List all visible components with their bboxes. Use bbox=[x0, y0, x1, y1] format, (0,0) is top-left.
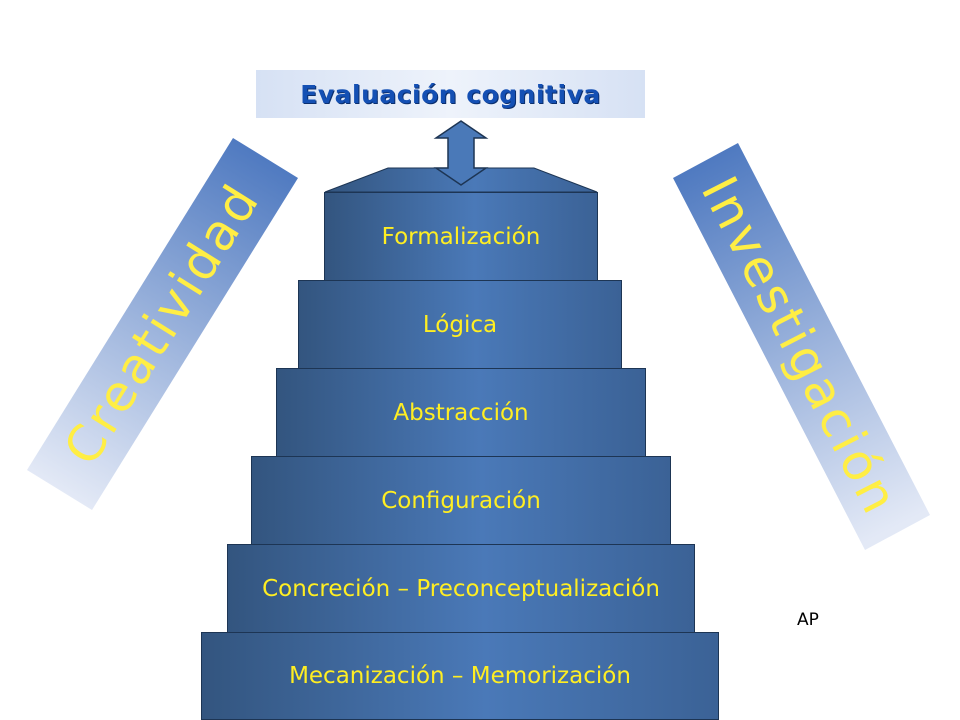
step-logica: Lógica bbox=[298, 280, 622, 370]
step-formalizacion: Formalización bbox=[324, 192, 598, 282]
step-label: Mecanización – Memorización bbox=[289, 663, 631, 689]
investigacion-band-shape bbox=[673, 143, 930, 550]
creatividad-band-shape bbox=[27, 138, 298, 510]
double-arrow-icon bbox=[433, 120, 489, 186]
step-configuracion: Configuración bbox=[251, 456, 671, 546]
step-label: Abstracción bbox=[393, 400, 529, 426]
corner-note: AP bbox=[797, 610, 819, 630]
step-concrecion: Concreción – Preconceptualización bbox=[227, 544, 695, 634]
step-abstraccion: Abstracción bbox=[276, 368, 646, 458]
step-label: Lógica bbox=[422, 312, 498, 338]
title-text: Evaluación cognitiva bbox=[300, 79, 601, 109]
title-box: Evaluación cognitiva bbox=[256, 70, 645, 118]
step-mecanizacion: Mecanización – Memorización bbox=[201, 632, 719, 720]
step-label: Concreción – Preconceptualización bbox=[262, 576, 660, 602]
step-label: Formalización bbox=[381, 224, 541, 250]
step-label: Configuración bbox=[381, 488, 541, 514]
